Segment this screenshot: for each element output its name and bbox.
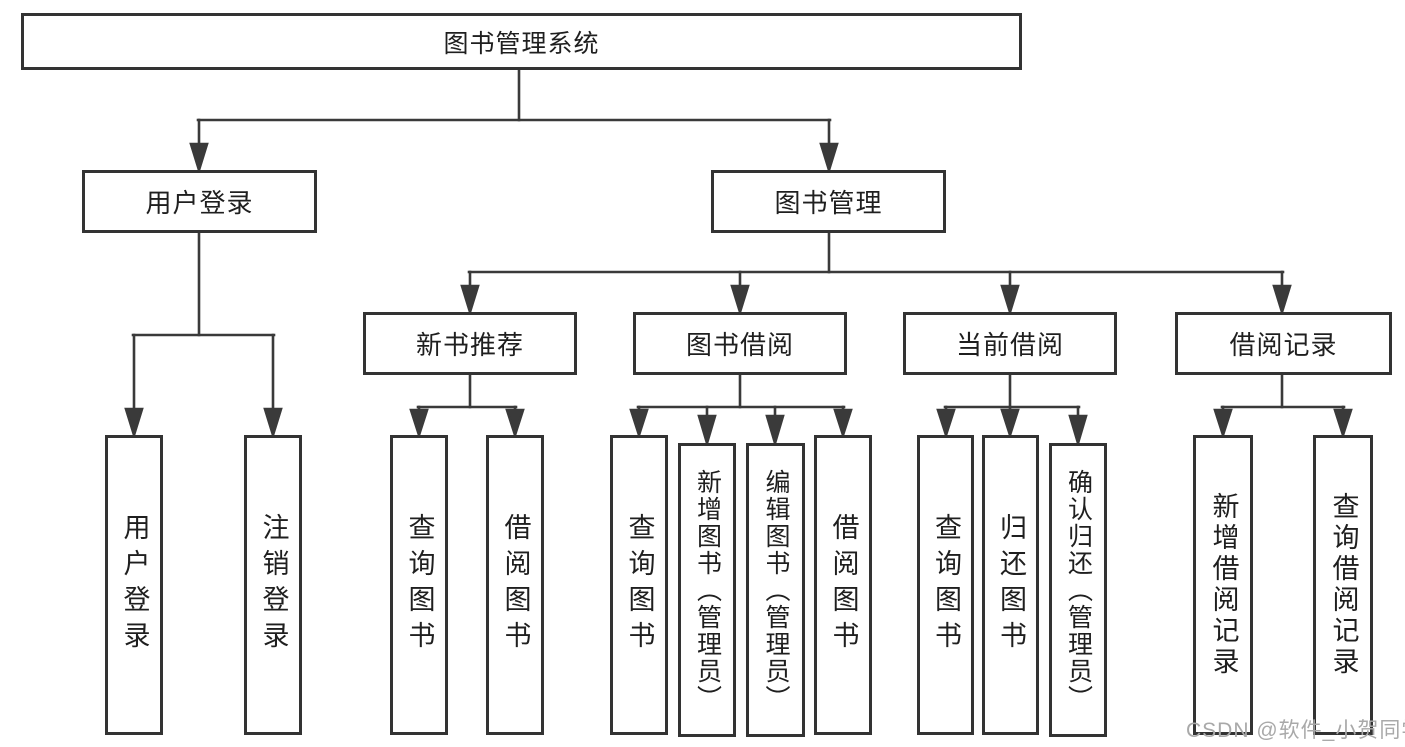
leaf-label: 查询图书 xyxy=(931,513,961,657)
leaf-borrow-books-2: 借阅图书 xyxy=(814,435,872,735)
leaf-label: 编辑图书（管理员） xyxy=(762,468,790,712)
leaf-user-login: 用户登录 xyxy=(105,435,163,735)
node-current-borrow: 当前借阅 xyxy=(903,312,1117,375)
leaf-query-borrow-record: 查询借阅记录 xyxy=(1313,435,1373,735)
leaf-confirm-return-admin: 确认归还（管理员） xyxy=(1049,443,1107,737)
node-user-login: 用户登录 xyxy=(82,170,317,233)
leaf-label: 归还图书 xyxy=(996,513,1026,657)
leaf-borrow-books-1: 借阅图书 xyxy=(486,435,544,735)
leaf-add-borrow-record: 新增借阅记录 xyxy=(1193,435,1253,735)
leaf-label: 注销登录 xyxy=(258,513,289,657)
leaf-query-books-2: 查询图书 xyxy=(610,435,668,735)
leaf-label: 用户登录 xyxy=(119,513,150,657)
leaf-label: 新增图书（管理员） xyxy=(693,468,722,712)
node-label: 用户登录 xyxy=(145,188,254,218)
leaf-label: 借阅图书 xyxy=(500,513,531,657)
node-borrow-records: 借阅记录 xyxy=(1175,312,1392,375)
node-label: 图书借阅 xyxy=(685,330,794,360)
node-label: 新书推荐 xyxy=(415,330,524,360)
node-library-management-system: 图书管理系统 xyxy=(21,13,1022,70)
node-label: 借阅记录 xyxy=(1229,330,1338,360)
leaf-return-books: 归还图书 xyxy=(982,435,1039,735)
leaf-label: 查询借阅记录 xyxy=(1328,492,1359,678)
leaf-logout: 注销登录 xyxy=(244,435,302,735)
leaf-label: 查询图书 xyxy=(404,513,435,657)
leaf-label: 查询图书 xyxy=(624,513,655,657)
leaf-label: 确认归还（管理员） xyxy=(1064,468,1093,712)
csdn-watermark: CSDN @软件_小贺同学 xyxy=(1186,719,1405,742)
node-label: 图书管理 xyxy=(774,188,883,218)
leaf-query-books-3: 查询图书 xyxy=(917,435,974,735)
leaf-query-books-1: 查询图书 xyxy=(390,435,448,735)
leaf-edit-book-admin: 编辑图书（管理员） xyxy=(746,443,805,737)
node-new-book-recommend: 新书推荐 xyxy=(363,312,577,375)
node-label: 图书管理系统 xyxy=(443,29,600,58)
node-label: 当前借阅 xyxy=(955,330,1064,360)
node-book-management: 图书管理 xyxy=(711,170,946,233)
node-book-borrow: 图书借阅 xyxy=(633,312,847,375)
leaf-label: 新增借阅记录 xyxy=(1208,492,1239,678)
leaf-label: 借阅图书 xyxy=(828,513,859,657)
leaf-add-book-admin: 新增图书（管理员） xyxy=(678,443,736,737)
